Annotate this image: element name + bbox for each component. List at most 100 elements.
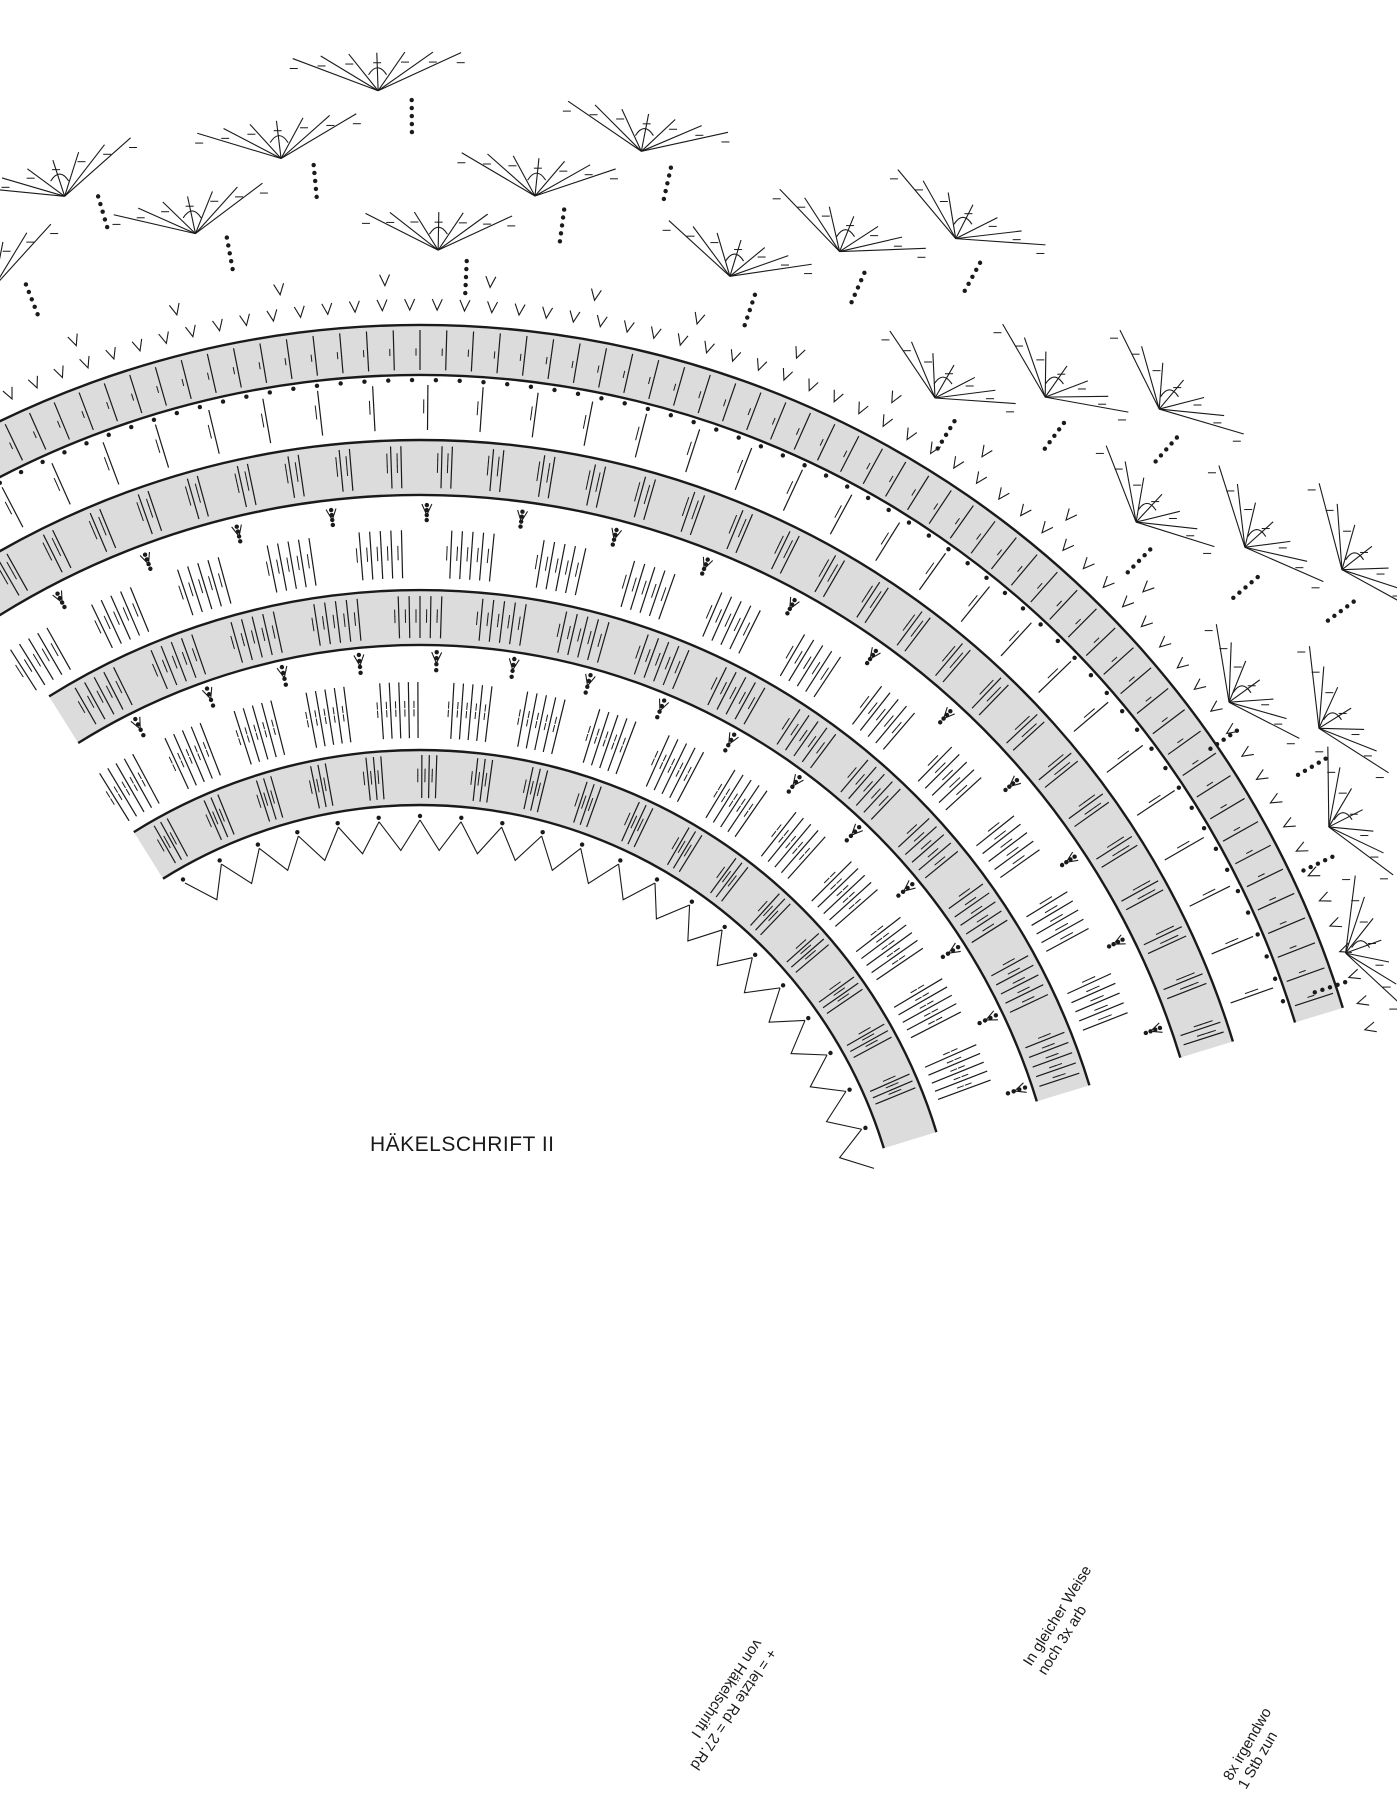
outer-sc-v xyxy=(705,341,715,353)
stitch-bar xyxy=(924,1013,930,1016)
stitch-bar xyxy=(104,616,107,623)
fan-treble xyxy=(267,546,277,593)
zigzag-stitch xyxy=(840,1129,874,1168)
stitch-bar xyxy=(518,718,519,725)
outer-sc-v xyxy=(377,300,387,311)
fan-treble xyxy=(278,543,287,590)
chain-dot xyxy=(1296,773,1300,777)
stitch-bar xyxy=(337,470,338,477)
stitch-bar xyxy=(477,555,478,562)
outer-sc-v xyxy=(3,387,12,399)
stitch-bar xyxy=(1209,889,1215,892)
stitch-bar xyxy=(1053,668,1058,673)
stitch-bar xyxy=(1062,923,1068,927)
chain-dot xyxy=(55,591,59,595)
outer-sc-v xyxy=(106,347,115,359)
chain-dot xyxy=(1142,553,1146,557)
chain-dot xyxy=(98,202,102,206)
stitch-bar xyxy=(793,848,798,853)
stitch-bar xyxy=(208,425,210,432)
stitch-bar xyxy=(497,469,498,476)
chain-dot xyxy=(465,259,469,263)
stitch-bar xyxy=(962,1074,969,1077)
edging-treble xyxy=(935,398,1016,404)
chain-dot xyxy=(1323,858,1327,862)
chain-dot xyxy=(331,523,335,527)
chain-dot xyxy=(646,407,650,411)
edging-treble xyxy=(1229,642,1231,702)
edging-treble xyxy=(805,198,840,252)
outer-sc-v xyxy=(783,368,792,380)
stitch-bar xyxy=(220,580,222,587)
chain-dot xyxy=(0,481,2,485)
stitch-bar xyxy=(950,1069,957,1072)
chain-dot xyxy=(1202,826,1206,830)
stitch-bar xyxy=(644,581,646,588)
stitch-bar xyxy=(325,717,326,724)
fan-treble xyxy=(401,530,402,578)
outer-sc-v xyxy=(1357,995,1369,1005)
fan-treble xyxy=(334,688,342,743)
outer-sc-v xyxy=(1211,701,1223,712)
stitch-bar xyxy=(181,761,184,768)
stitch-bar xyxy=(882,945,888,949)
stitch-bar xyxy=(620,746,623,753)
outer-sc-v xyxy=(1194,679,1206,690)
stitch-bar xyxy=(894,948,900,952)
edging-treble xyxy=(693,226,730,276)
chain-dot xyxy=(457,379,461,383)
stitch-bar xyxy=(537,713,538,720)
chain-dot xyxy=(1163,766,1167,770)
chain-dot xyxy=(1323,756,1327,760)
chain-dot xyxy=(315,384,319,388)
edging-treble xyxy=(535,158,539,196)
outer-sc-v xyxy=(1141,616,1152,627)
chain-dot xyxy=(357,653,361,657)
chain-dot xyxy=(540,830,544,834)
chain-dot xyxy=(941,955,945,959)
fan-treble xyxy=(995,841,1034,869)
stitch-bar xyxy=(356,548,357,555)
stitch-bar xyxy=(624,575,626,582)
fan-treble xyxy=(928,1053,980,1075)
chain-dot xyxy=(284,682,288,686)
edging-treble xyxy=(1120,330,1159,409)
fan-treble xyxy=(677,752,703,802)
treble-stitch xyxy=(830,495,851,535)
stitch-bar xyxy=(1232,938,1239,941)
stitch-bar xyxy=(787,487,790,494)
chain-dot xyxy=(129,425,133,429)
stitch-bar xyxy=(994,835,1000,839)
stitch-bar xyxy=(95,620,98,626)
chain-dot xyxy=(1249,580,1253,584)
stitch-bar xyxy=(868,708,872,714)
edging-treble xyxy=(1045,352,1046,398)
chain-dot xyxy=(62,605,66,609)
stitch-bar xyxy=(1000,831,1006,835)
edging-treble xyxy=(956,218,998,239)
chain-dot xyxy=(1235,728,1239,732)
fan-treble xyxy=(1046,929,1088,952)
chain-dot xyxy=(952,419,956,423)
stitch-bar xyxy=(324,709,325,716)
fan-treble xyxy=(409,596,410,638)
chain-dot xyxy=(1158,1026,1162,1030)
edging-treble xyxy=(730,256,788,277)
edging-treble xyxy=(1319,728,1364,729)
treble-stitch xyxy=(919,553,945,590)
stitch-bar xyxy=(133,603,136,610)
outer-sc-v xyxy=(1284,817,1296,827)
chain-dot xyxy=(529,385,533,389)
stitch-bar xyxy=(747,623,750,629)
chain-dot xyxy=(1159,453,1163,457)
stitch-bar xyxy=(637,427,639,434)
fan-treble xyxy=(344,687,351,743)
stitch-bar xyxy=(1154,795,1160,799)
stitch-bar xyxy=(791,836,796,842)
fan-treble xyxy=(1037,910,1079,934)
stitch-bar xyxy=(965,1083,972,1085)
chain-dot xyxy=(966,282,970,286)
edging-treble xyxy=(27,169,64,197)
zigzag-stitch xyxy=(259,836,298,870)
outer-sc-v xyxy=(597,315,607,327)
